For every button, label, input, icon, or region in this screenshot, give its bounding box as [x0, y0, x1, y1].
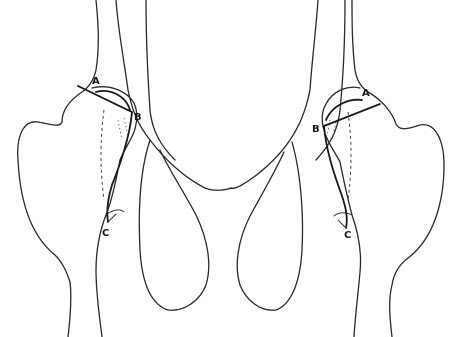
left-femur: [18, 87, 137, 337]
right-angle-mark: [338, 220, 346, 228]
left-label-b: B: [134, 112, 142, 123]
left-ischium: [139, 140, 208, 310]
right-line-ab: [324, 104, 380, 126]
left-measurement: [78, 86, 132, 222]
right-measurement: [324, 100, 380, 228]
right-arc-ab: [326, 100, 362, 120]
right-femur: [322, 87, 444, 337]
right-label-a: A: [362, 88, 370, 99]
left-label-c: C: [102, 228, 109, 239]
right-ischium: [237, 142, 302, 310]
left-angle-mark: [108, 214, 116, 222]
pelvis-outline: [82, 0, 368, 190]
right-label-c: C: [344, 230, 351, 241]
left-label-a: A: [92, 76, 100, 87]
right-label-b: B: [312, 124, 320, 135]
